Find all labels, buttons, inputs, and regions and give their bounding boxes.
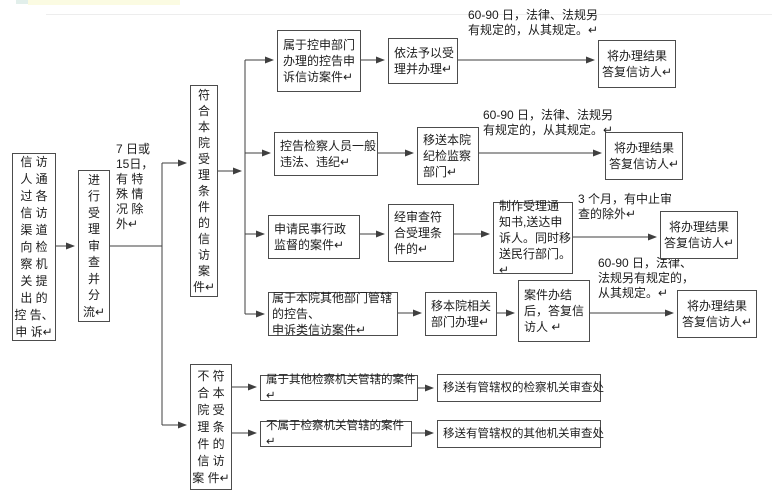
node-r3-acceptance-notice: 制作受理通 知书,送达申 诉人。同时移 送民行部门。↵ [493,199,573,277]
top-left-artifact-teal [16,0,28,4]
node-qualified-petition-cases: 符 合 本 院 受 理 条 件 的 信 访 案 件↵ [190,85,218,297]
label-r4-deadline-60-90-days: 60-90 日，法律、 法规另有规定的， 从其规定。↵ [598,256,695,300]
node-r1-complaint-dept-cases: 属于控申部门 办理的控告申 诉信访案件↵ [277,30,361,92]
node-transfer-to-other-competent-organ: 移送有管辖权的其他机关审查处 [437,420,604,448]
label-deadline-7-or-15-days: 7 日或 15日， 有 特 殊 情 况 除 外↵ [116,142,154,231]
node-r1-reply-result: 将办理结果 答复信访人↵ [598,40,676,88]
node-r3-civil-admin-supervision-cases: 申请民事行政 监督的案件↵ [268,215,360,259]
label-r1-deadline-60-90-days: 60-90 日，法律、法规另 有规定的，从其规定。↵ [468,8,599,37]
node-r1-accept-by-law: 依法予以受 理并办理↵ [388,38,458,84]
node-non-procuratorate-jurisdiction-cases: 不属于检察机关管辖的案件↵ [260,420,412,448]
node-transfer-to-competent-procuratorate: 移送有管辖权的检察机关审查处 [437,374,604,402]
node-r4-reply-result: 将办理结果 答复信访人↵ [677,290,757,338]
node-r4-transfer-related-dept: 移本院相关 部门办理↵ [425,292,497,336]
node-r4-case-closed-reply: 案件办结 后，答复信 访人 ↵ [518,280,590,342]
node-unqualified-petition-cases: 不 符 合 本 院 受 理 条 件 的 信 访 案 件↵ [190,364,232,490]
node-r2-transfer-discipline-dept: 移送本院 纪检监察 部门↵ [417,127,479,185]
node-r4-other-dept-cases: 属于本院其他部门管辖 的控告、申诉类信访案件↵ [268,291,398,337]
node-r3-reply-result: 将办理结果 答复信访人↵ [660,211,738,259]
node-r2-reply-result: 将办理结果 答复信访人↵ [605,132,683,180]
top-faint-rule [46,14,772,15]
label-r2-deadline-60-90-days: 60-90 日，法律、法规另 有规定的，从其规定。↵ [483,108,614,137]
node-petition-source: 信 访 人 通 过 各 信 访 渠 道 向 检 察 机 关 提 出 的 控 告、… [12,153,56,341]
node-review-and-triage: 进 行 受 理 审 查 并 分 流↵ [78,170,110,322]
node-r2-accuse-prosecutor-misconduct: 控告检察人员一般 违法、违纪↵ [274,132,378,176]
top-left-artifact-yellow [28,0,180,5]
node-r3-review-qualified: 经审查符 合受理条 件的↵ [388,204,454,262]
node-other-procuratorate-jurisdiction-cases: 属于其他检察机关管辖的案件↵ [260,374,418,402]
label-r3-deadline-3-months: 3 个月，有中止审 查的除外↵ [578,192,673,221]
